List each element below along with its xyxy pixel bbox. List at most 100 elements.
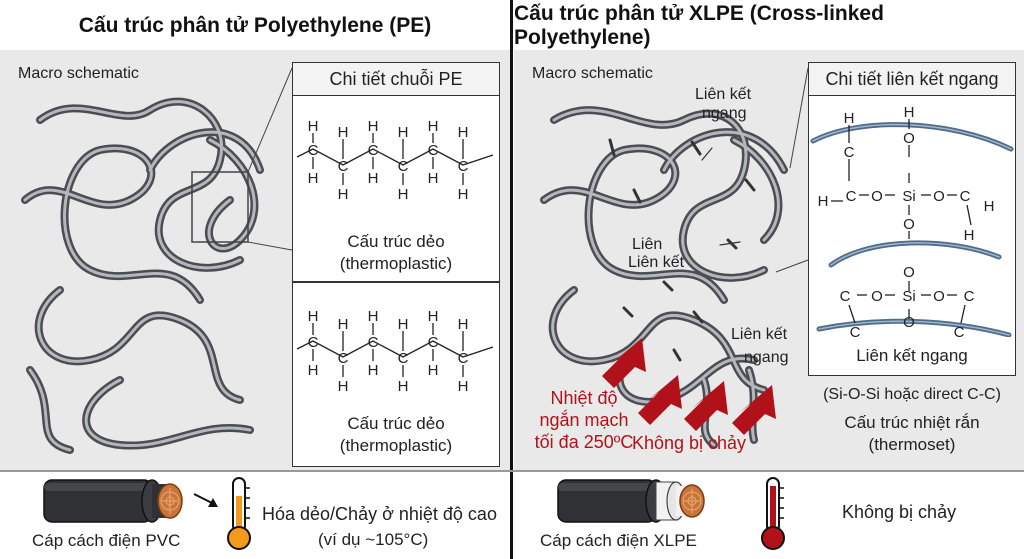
left-caption-1-sub: (thermoplastic) — [339, 254, 453, 273]
svg-text:H: H — [338, 316, 349, 333]
svg-text:H: H — [428, 362, 439, 379]
panel-divider — [510, 0, 513, 559]
svg-text:H: H — [428, 170, 439, 187]
svg-text:H: H — [458, 316, 469, 333]
svg-text:C: C — [368, 142, 379, 159]
left-detail-separator — [293, 281, 499, 283]
svg-text:C: C — [428, 142, 439, 159]
svg-text:H: H — [398, 316, 409, 333]
no-melt-red: Không bị chảy — [631, 433, 747, 453]
svg-text:C: C — [964, 288, 975, 305]
bottom-strip-divider — [0, 470, 1024, 472]
pe-chain-2: HCH HCH HCH HCH HCH HCH — [296, 308, 494, 395]
svg-text:C: C — [338, 350, 349, 367]
svg-text:C: C — [846, 188, 857, 205]
cross-label-top-2: ngang — [702, 105, 747, 122]
svg-text:O: O — [933, 188, 945, 205]
left-caption-2: Cấu trúc dẻo — [347, 414, 445, 433]
pvc-cable-icon — [43, 479, 183, 523]
svg-text:H: H — [368, 308, 379, 325]
left-detail-title: Chi tiết chuỗi PE — [293, 63, 499, 96]
svg-text:C: C — [368, 334, 379, 351]
cross-label-mid-1: Liên — [632, 236, 663, 253]
svg-text:C: C — [338, 158, 349, 175]
right-detail-caption: Liên kết ngang — [856, 346, 968, 365]
svg-text:O: O — [903, 130, 915, 147]
svg-text:C: C — [960, 188, 971, 205]
right-detail-box: Chi tiết liên kết ngang — [808, 62, 1016, 376]
svg-text:O: O — [871, 288, 883, 305]
svg-text:H: H — [338, 378, 349, 395]
pe-chain-1: HCH HCH HCH HCH HCH HCH — [296, 118, 494, 203]
xlpe-cable-label: Cáp cách điện XLPE — [540, 531, 697, 550]
svg-text:H: H — [368, 362, 379, 379]
cross-label-mid-2: Liên kết — [628, 254, 685, 271]
svg-text:H: H — [398, 186, 409, 203]
thermoset-label-2: (thermoset) — [868, 435, 956, 454]
svg-text:H: H — [338, 124, 349, 141]
pvc-cable-label: Cáp cách điện PVC — [32, 531, 181, 550]
arrow-icon — [193, 493, 218, 507]
svg-text:C: C — [954, 324, 965, 337]
svg-text:C: C — [428, 334, 439, 351]
right-macro-label: Macro schematic — [532, 65, 653, 82]
svg-text:H: H — [458, 186, 469, 203]
svg-text:H: H — [308, 308, 319, 325]
svg-text:Si: Si — [902, 188, 915, 205]
melt-sub: (ví dụ ~105°C) — [318, 530, 429, 549]
svg-text:H: H — [398, 124, 409, 141]
cross-label-top-1: Liên kết — [695, 86, 752, 103]
heat-arrow-icon — [638, 375, 682, 425]
cross-label-bot-2: ngang — [744, 349, 789, 366]
svg-text:O: O — [903, 264, 915, 281]
heat-arrow-icon — [684, 381, 728, 431]
left-macro-label: Macro schematic — [18, 65, 139, 82]
right-detail-title: Chi tiết liên kết ngang — [809, 63, 1015, 96]
svg-text:C: C — [840, 288, 851, 305]
svg-text:H: H — [844, 110, 855, 127]
svg-text:Si: Si — [902, 288, 915, 305]
melt-text: Hóa dẻo/Chảy ở nhiệt độ cao — [262, 504, 497, 524]
svg-text:H: H — [368, 118, 379, 135]
svg-text:O: O — [933, 288, 945, 305]
bond-note: (Si-O-Si hoặc direct C-C) — [823, 386, 1001, 403]
svg-text:C: C — [458, 350, 469, 367]
thermometer-hot-icon — [227, 477, 251, 550]
heat-label-1: Nhiệt độ — [550, 388, 618, 408]
right-title: Cấu trúc phân tử XLPE (Cross-linked Poly… — [514, 2, 884, 49]
svg-text:H: H — [308, 118, 319, 135]
xlpe-cable-icon — [557, 479, 705, 523]
left-macro-chains — [21, 67, 293, 454]
svg-text:H: H — [458, 378, 469, 395]
left-caption-2-sub: (thermoplastic) — [339, 436, 453, 455]
crosslink-diagram: H C H C O H O Si O C H O H O C O Si O C … — [810, 104, 1014, 337]
svg-text:C: C — [308, 142, 319, 159]
left-caption-1: Cấu trúc dẻo — [347, 232, 445, 251]
svg-text:C: C — [398, 350, 409, 367]
svg-text:C: C — [458, 158, 469, 175]
svg-text:H: H — [984, 198, 995, 215]
svg-text:H: H — [308, 362, 319, 379]
svg-text:C: C — [308, 334, 319, 351]
svg-text:H: H — [428, 118, 439, 135]
svg-text:C: C — [398, 158, 409, 175]
no-melt-label: Không bị chảy — [842, 502, 957, 522]
svg-text:O: O — [903, 314, 915, 331]
heat-arrow-icon — [602, 338, 646, 388]
thermoset-label-1: Cấu trúc nhiệt rắn — [844, 413, 980, 432]
svg-text:H: H — [818, 193, 829, 210]
zoom-box — [191, 171, 249, 243]
heat-label-3: tối đa 250ºC — [534, 432, 634, 452]
heat-arrows — [602, 338, 776, 435]
cross-label-bot-1: Liên kết — [731, 326, 788, 343]
svg-text:H: H — [308, 170, 319, 187]
svg-text:H: H — [458, 124, 469, 141]
left-title: Cấu trúc phân tử Polyethylene (PE) — [78, 14, 432, 37]
heat-label-2: ngắn mạch — [539, 410, 629, 430]
svg-text:O: O — [871, 188, 883, 205]
svg-text:H: H — [964, 227, 975, 244]
svg-text:H: H — [904, 104, 915, 121]
svg-text:C: C — [844, 144, 855, 161]
svg-text:C: C — [850, 324, 861, 337]
